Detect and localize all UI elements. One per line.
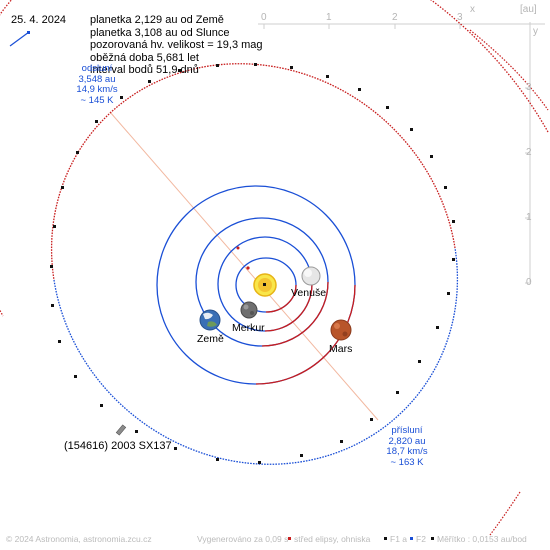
footer-legend-f1: F1 a bbox=[390, 534, 408, 544]
info-distance-sun: planetka 3,108 au od Slunce bbox=[90, 26, 230, 39]
axis-y-letter: y bbox=[533, 26, 538, 37]
asteroid-name: (154616) 2003 SX137 bbox=[64, 440, 172, 452]
perihelion-distance: 2,820 au bbox=[388, 435, 426, 447]
mercury-icon bbox=[240, 301, 258, 319]
footer-generated: Vygenerováno za 0,09 s bbox=[197, 534, 289, 544]
info-block: planetka 2,129 au od Země planetka 3,108… bbox=[90, 14, 263, 77]
date-label: 25. 4. 2024 bbox=[11, 14, 67, 26]
legend-f1-marker bbox=[384, 537, 387, 540]
aphelion-label: odsluní bbox=[81, 63, 113, 74]
footer-scale: Měřítko : 0,0153 au/bod bbox=[437, 534, 527, 544]
ellipse-center-dot bbox=[246, 266, 250, 270]
axis-tick-x0: 0 bbox=[261, 12, 267, 23]
aphelion-distance: 3,548 au bbox=[78, 73, 116, 85]
asteroid-orbit-outer-red-top bbox=[469, 29, 549, 111]
perihelion-label: přísluní bbox=[391, 425, 423, 436]
axis-tick-y0: 0 bbox=[526, 277, 532, 288]
info-distance-earth: planetka 2,129 au od Země bbox=[90, 14, 224, 26]
perihelion-info: přísluní 2,820 au 18,7 km/s ~ 163 K bbox=[372, 425, 442, 468]
sun-icon bbox=[253, 273, 277, 297]
perihelion-temperature: ~ 163 K bbox=[390, 456, 424, 468]
mars-icon bbox=[330, 319, 352, 341]
aphelion-info: odsluní 3,548 au 14,9 km/s ~ 145 K bbox=[62, 63, 132, 106]
info-interval: interval bodů 51,9 dnů bbox=[90, 64, 199, 76]
legend-center-marker bbox=[288, 537, 291, 540]
mercury-label: Merkur bbox=[232, 322, 265, 334]
perihelion-speed: 18,7 km/s bbox=[386, 446, 428, 457]
info-magnitude: pozorovaná hv. velikost = 19,3 mag bbox=[90, 39, 263, 51]
earth-label: Země bbox=[197, 333, 224, 345]
asteroid-orbit-red bbox=[0, 0, 549, 317]
axis-x-letter: x bbox=[470, 4, 475, 15]
orbit-interval-dots bbox=[50, 63, 455, 464]
axis-tick-x3: 3 bbox=[457, 12, 463, 23]
venus-icon bbox=[301, 266, 321, 286]
axis-tick-x1: 1 bbox=[326, 12, 332, 23]
asteroid-orbit-outer-red bbox=[489, 491, 521, 536]
axis-tick-y3: 3 bbox=[526, 82, 532, 93]
asteroid-icon bbox=[115, 424, 127, 436]
focus-dot bbox=[236, 246, 240, 250]
footer-legend-center: střed elipsy, ohniska bbox=[294, 534, 371, 544]
aphelion-speed: 14,9 km/s bbox=[76, 84, 118, 95]
footer-copyright: © 2024 Astronomia, astronomia.zcu.cz bbox=[6, 534, 152, 544]
footer-legend-f2: F2 bbox=[416, 534, 426, 544]
earth-icon bbox=[199, 309, 221, 331]
venus-label: Venuše bbox=[291, 287, 327, 299]
info-period: oběžná doba 5,681 let bbox=[90, 51, 199, 64]
axis-tick-y2: 2 bbox=[526, 147, 532, 158]
direction-indicator-icon bbox=[9, 31, 30, 47]
axis-tick-x2: 2 bbox=[392, 12, 398, 23]
axis-tick-y1: 1 bbox=[526, 212, 532, 223]
axis-unit: [au] bbox=[520, 4, 537, 15]
aphelion-temperature: ~ 145 K bbox=[80, 94, 114, 106]
mars-label: Mars bbox=[329, 343, 353, 355]
legend-scale-marker bbox=[431, 537, 434, 540]
legend-f2-marker bbox=[410, 537, 413, 540]
axis-grid bbox=[258, 22, 545, 284]
